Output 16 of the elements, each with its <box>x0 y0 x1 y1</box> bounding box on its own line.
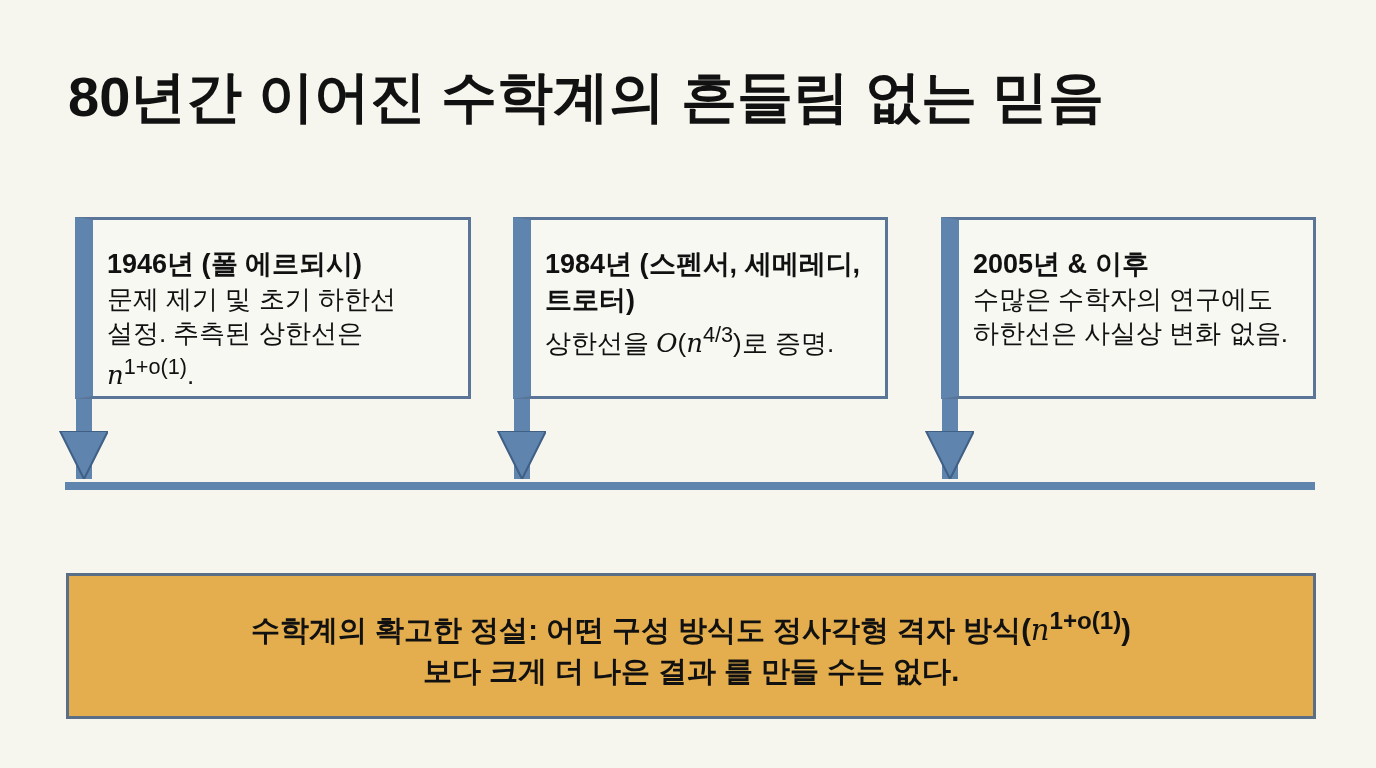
event-card <box>75 217 471 399</box>
event-card <box>941 217 1316 399</box>
title: 80년간 이어진 수학계의 흔들림 없는 믿음 <box>68 64 1105 130</box>
down-arrow <box>497 399 547 480</box>
conclusion-text: 수학계의 확고한 정설: 어떤 구성 방식도 정사각형 격자 방식(n$^{1+o(1)}$)보다 크게 더 나은 결과 를 만들 수는 없다. <box>250 605 1132 690</box>
event-description: 상한선을 O(n$^{4/3}$)로 증명. <box>545 321 836 360</box>
event-description: 문제 제기 및 초기 하한선 설정. 추측된 상한선은 n$^{1+o(1)}$. <box>107 283 397 392</box>
event-description: 수많은 수학자의 연구에도 하한선은 사실상 변화 없음. <box>973 283 1289 350</box>
event-heading: 1946년 (폴 에르되시) <box>107 248 364 281</box>
event-heading: 1984년 (스펜서, 세메레디, 트로터) <box>545 248 862 317</box>
down-arrow <box>59 399 109 480</box>
event-card <box>513 217 888 399</box>
timeline-bar <box>65 482 1315 490</box>
conclusion-banner <box>66 573 1316 719</box>
event-heading: 2005년 & 이후 <box>973 248 1150 281</box>
down-arrow <box>925 399 975 480</box>
